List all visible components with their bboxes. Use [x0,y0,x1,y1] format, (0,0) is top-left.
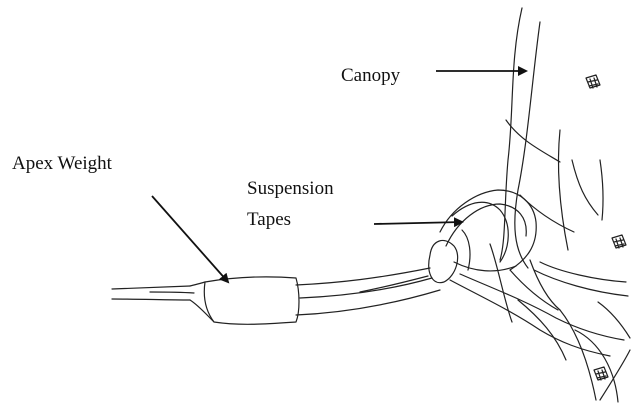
canopy-drawing [490,8,630,402]
apex-weight-label: Apex Weight [12,154,112,173]
suspension-tapes-label-line1: Suspension [247,179,334,198]
apex-weight-drawing [112,268,440,324]
apex-weight-arrow [152,196,228,282]
suspension-tapes-arrow [374,222,462,224]
canopy-label: Canopy [341,66,400,85]
suspension-tapes-label-line2: Tapes [247,210,291,229]
